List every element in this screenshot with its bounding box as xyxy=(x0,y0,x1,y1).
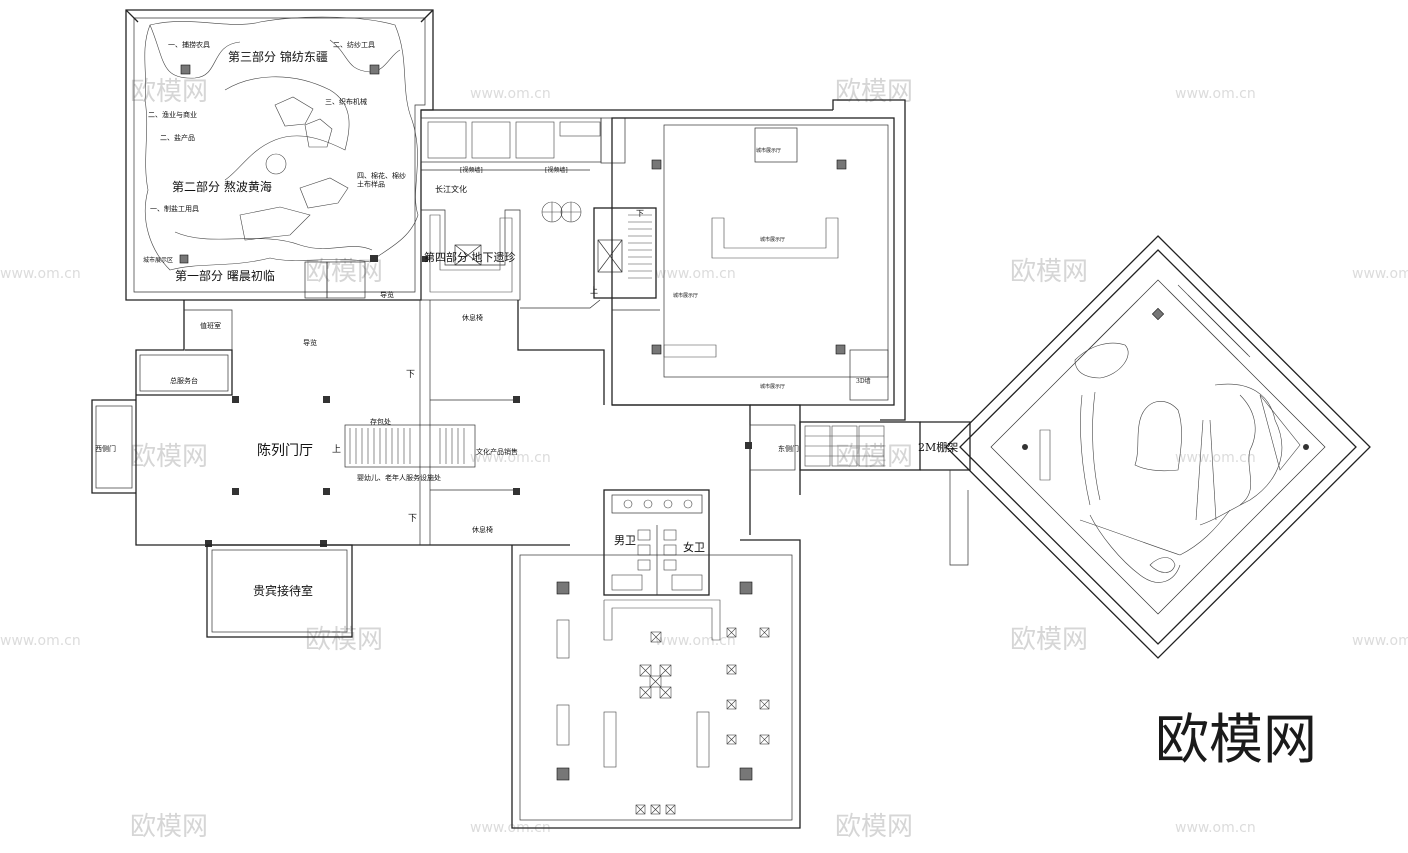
label-vip: 贵宾接待室 xyxy=(253,583,313,598)
vip-reception xyxy=(206,544,353,638)
label-up1: 上 xyxy=(332,444,341,455)
label-storage: 存包处 xyxy=(370,417,391,426)
label-hall-b: 城市展示厅 xyxy=(760,236,785,243)
label-rec2: [视频墙] xyxy=(545,166,568,174)
labels: 第三部分 锦纺东疆 第二部分 熬波黄海 第一部分 曙晨初临 第四部分 地下遗珍 … xyxy=(95,40,958,598)
label-east-door: 东侧门 xyxy=(778,444,799,453)
label-rest2: 休息椅 xyxy=(472,525,493,534)
label-exhibition-hall: 陈列门厅 xyxy=(257,442,313,459)
watermark-text: 欧模网 xyxy=(1010,625,1088,655)
watermark-url: www.om.cn xyxy=(655,633,736,649)
label-part2: 第二部分 熬波黄海 xyxy=(172,179,272,194)
watermark-url: www.om.cn xyxy=(0,266,81,282)
watermark-url: www.om.cn xyxy=(1175,820,1256,836)
label-p2-d: 四、棉花、棉纱土布样品 xyxy=(357,171,406,188)
watermark-text: 欧模网 xyxy=(835,77,913,107)
label-guide: 导览 xyxy=(303,338,317,347)
watermark-url: www.om.cn xyxy=(1352,266,1408,282)
connector-corridor xyxy=(799,421,971,566)
label-part4: 第四部分 地下遗珍 xyxy=(424,250,516,264)
watermark-url: www.om.cn xyxy=(655,266,736,282)
label-duty: 值班室 xyxy=(200,321,221,330)
label-p1-a: 城市展示区 xyxy=(143,256,173,264)
label-3d: 3D墙 xyxy=(856,377,871,385)
label-guide2: 导览 xyxy=(380,290,394,299)
label-baby: 婴幼儿、老年人服务设施处 xyxy=(357,473,441,482)
watermark-text: 欧模网 xyxy=(835,442,913,472)
watermark-url: www.om.cn xyxy=(1175,450,1256,466)
stair-core xyxy=(593,207,657,299)
northeast-hall xyxy=(611,99,906,500)
label-up2: 上 xyxy=(590,286,598,295)
watermark-url: www.om.cn xyxy=(470,450,551,466)
part4-block xyxy=(371,109,833,301)
label-service: 总服务台 xyxy=(170,376,198,385)
watermark-text: 欧模网 xyxy=(130,812,208,842)
watermark-text: 欧模网 xyxy=(835,812,913,842)
watermark-text: 欧模网 xyxy=(130,442,208,472)
watermark-text: 欧模网 xyxy=(1010,257,1088,287)
label-rest1: 休息椅 xyxy=(462,313,483,322)
label-rec: [视频墙] xyxy=(460,166,483,174)
watermark-url: www.om.cn xyxy=(0,633,81,649)
brand-logo-text: 欧模网 xyxy=(1155,708,1317,771)
label-down2: 下 xyxy=(408,514,417,524)
label-part3: 第三部分 锦纺东疆 xyxy=(228,49,328,64)
label-women: 女卫 xyxy=(683,540,705,554)
label-p3-c: 三、织布机械 xyxy=(325,97,367,106)
watermark-url: www.om.cn xyxy=(470,820,551,836)
label-down1: 下 xyxy=(406,370,415,380)
label-p2-c: 一、制盐工用具 xyxy=(150,204,199,213)
label-p2-b: 二、盐产品 xyxy=(160,133,195,142)
south-hall xyxy=(511,539,801,829)
watermark-text: 欧模网 xyxy=(305,625,383,655)
label-men: 男卫 xyxy=(614,534,636,547)
label-hall-c: 城市展示厅 xyxy=(673,292,698,299)
label-p2-a: 二、渔业与商业 xyxy=(148,110,197,119)
watermark-url: www.om.cn xyxy=(470,86,551,102)
label-gift: 文化产品销售 xyxy=(476,447,518,456)
diamond-pavilion xyxy=(945,235,1371,659)
label-shed: 2M棚架 xyxy=(918,440,958,454)
label-hall-d: 城市展示厅 xyxy=(760,383,785,390)
watermark-text: 欧模网 xyxy=(130,77,208,107)
label-p4-a: 长江文化 xyxy=(435,184,467,194)
label-hall-a: 城市展示厅 xyxy=(756,147,781,154)
restrooms xyxy=(603,489,710,596)
watermark-url: www.om.cn xyxy=(1352,633,1408,649)
label-down3: 下 xyxy=(636,209,644,218)
label-p3-a: 一、捕捞农具 xyxy=(168,40,210,49)
watermark-url: www.om.cn xyxy=(1175,86,1256,102)
entrance-hall xyxy=(91,299,796,547)
label-west-door: 西侧门 xyxy=(95,444,116,453)
label-part1: 第一部分 曙晨初临 xyxy=(175,268,275,283)
label-p3-b: 二、纺纱工具 xyxy=(333,40,375,49)
